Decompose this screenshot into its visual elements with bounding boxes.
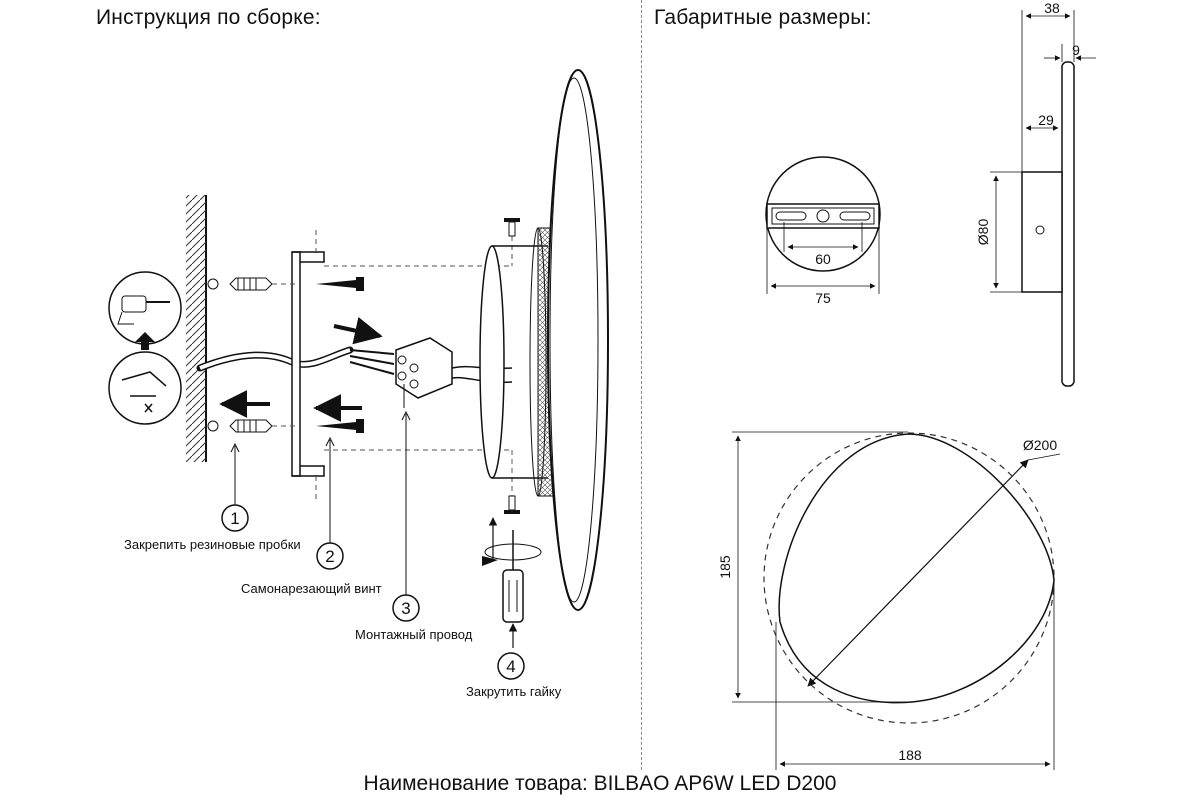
dimensions-heading: Габаритные размеры: [654,6,872,29]
bracket-top-view [765,156,881,272]
dim-hole-spacing: 60 [783,222,863,267]
step-4-label: Закрутить гайку [466,684,562,699]
dowel-bottom [229,419,273,433]
fixing-screw-top [504,218,520,237]
dim-shade-diameter: Ø200 [807,437,1061,687]
no-hammer-instruction-icon [108,351,182,425]
screwdriver-icon [484,530,542,623]
step-1-label: Закрепить резиновые пробки [124,537,301,552]
wall-hole-top [207,278,219,290]
lamp-shade-disc [547,69,609,611]
step-2-label: Самонарезающий винт [241,581,382,596]
wall-surface [186,195,207,462]
screw-top [316,277,364,291]
lamp-side-view [1021,61,1075,387]
svg-text:4: 4 [506,657,515,676]
svg-text:1: 1 [230,509,239,528]
svg-text:Ø200: Ø200 [1023,437,1057,453]
supply-wires [349,349,395,375]
assembly-heading: Инструкция по сборке: [96,6,321,29]
svg-text:9: 9 [1072,42,1080,58]
step-1-marker: 1 [221,442,249,532]
up-arrow-icon [135,332,155,350]
svg-text:Ø80: Ø80 [975,219,991,246]
step-3-marker: 3 [392,410,420,622]
dim-height: 185 [717,431,912,703]
lamp-front-view [763,432,1055,724]
fixing-screw-bottom [504,495,520,514]
svg-text:38: 38 [1044,0,1060,16]
alignment-guides [272,230,513,500]
screw-bottom [316,419,364,433]
terminal-block [395,337,453,408]
rotate-arrow-icon [482,556,498,566]
svg-text:3: 3 [401,599,410,618]
dim-depth-body: 29 [1025,112,1059,131]
dim-width: 188 [775,580,1055,770]
dim-bracket-width: 75 [766,228,880,306]
svg-text:185: 185 [717,555,733,579]
wall-hole-bottom [207,420,219,432]
step-2-marker: 2 [316,436,344,570]
product-name: Наименование товара: BILBAO AP6W LED D20… [363,772,837,795]
mounting-bracket [291,251,325,477]
dim-body-diameter: Ø80 [975,171,1022,293]
step-3-label: Монтажный провод [355,627,473,642]
svg-text:188: 188 [898,747,922,763]
dowel-top [229,277,273,291]
svg-text:60: 60 [815,251,831,267]
svg-text:75: 75 [815,290,831,306]
dim-depth-total: 38 [1021,0,1075,172]
svg-text:2: 2 [325,547,334,566]
right-arrow-icon [333,316,383,345]
dim-depth-panel: 9 [1044,42,1096,62]
section-divider [641,0,642,770]
svg-text:29: 29 [1038,112,1054,128]
step-4-marker: 4 [497,652,525,680]
